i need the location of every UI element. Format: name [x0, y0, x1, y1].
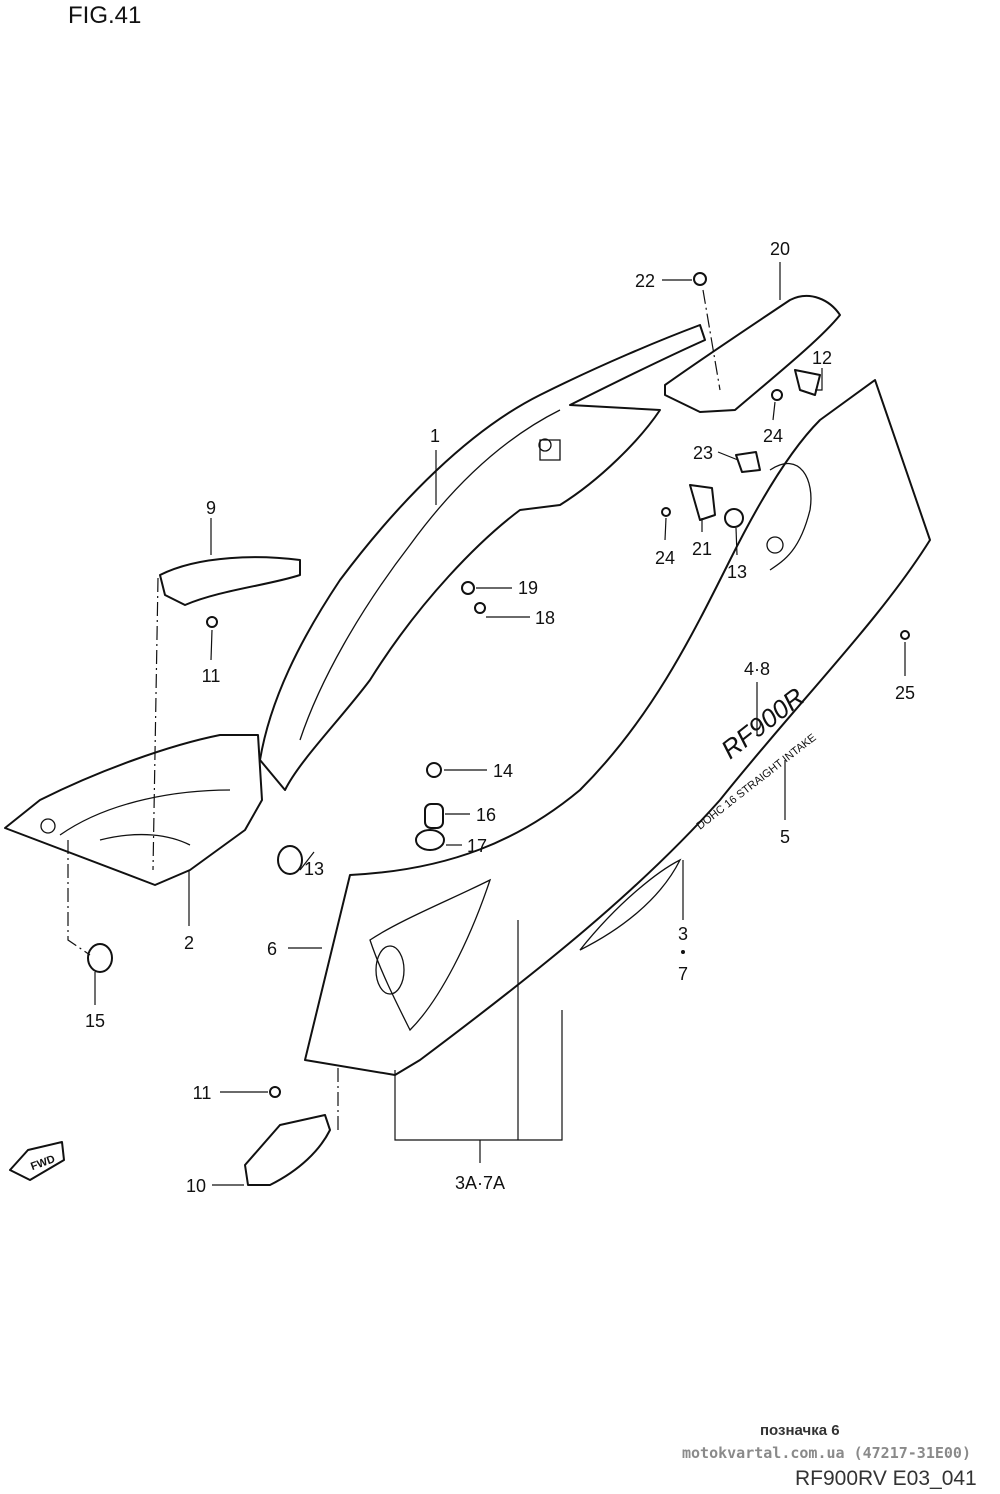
label-3: 3	[678, 924, 688, 944]
part-10-bracket	[244, 1114, 331, 1186]
label-13: 13	[304, 859, 324, 879]
leader-lines	[67, 262, 906, 1186]
part-labels: 20 22 12 24 1 23 9 24 21 13 19 18 25 11 …	[85, 239, 915, 1196]
part-1-frame-cover	[259, 324, 706, 791]
label-1: 1	[430, 426, 440, 446]
label-18: 18	[535, 608, 555, 628]
label-12: 12	[812, 348, 832, 368]
label-4-8: 4·8	[744, 659, 770, 679]
part-2-inner-tray	[4, 734, 263, 886]
label-13: 13	[727, 562, 747, 582]
label-7: 7	[678, 964, 688, 984]
label-19: 19	[518, 578, 538, 598]
part-20-rear-cowl	[664, 295, 841, 413]
watermark: motokvartal.com.ua (47217-31E00)	[682, 1444, 971, 1462]
footer-note: позначка 6	[760, 1422, 840, 1439]
label-20: 20	[770, 239, 790, 259]
part-9-grip-cover	[159, 556, 301, 606]
label-24: 24	[763, 426, 783, 446]
label-14: 14	[493, 761, 513, 781]
label-separator-dot	[681, 950, 685, 954]
label-21: 21	[692, 539, 712, 559]
diagram-code: RF900RV E03_041	[795, 1467, 977, 1490]
label-17: 17	[467, 836, 487, 856]
label-2: 2	[184, 933, 194, 953]
fwd-arrow-icon: FWD	[9, 1141, 65, 1181]
label-15: 15	[85, 1011, 105, 1031]
label-11: 11	[193, 1083, 212, 1103]
fasteners	[87, 272, 910, 1098]
figure-title: FIG.41	[68, 2, 142, 29]
label-10: 10	[186, 1176, 206, 1196]
label-16: 16	[476, 805, 496, 825]
label-3a-7a: 3A·7A	[455, 1173, 505, 1193]
label-25: 25	[895, 683, 915, 703]
label-24: 24	[655, 548, 675, 568]
label-9: 9	[206, 498, 216, 518]
label-6: 6	[267, 939, 277, 959]
label-22: 22	[635, 271, 655, 291]
label-11: 11	[202, 666, 221, 686]
part-5-side-cover: RF900R DOHC 16 STRAIGHT INTAKE	[304, 379, 931, 1076]
label-23: 23	[693, 443, 713, 463]
label-5: 5	[780, 827, 790, 847]
